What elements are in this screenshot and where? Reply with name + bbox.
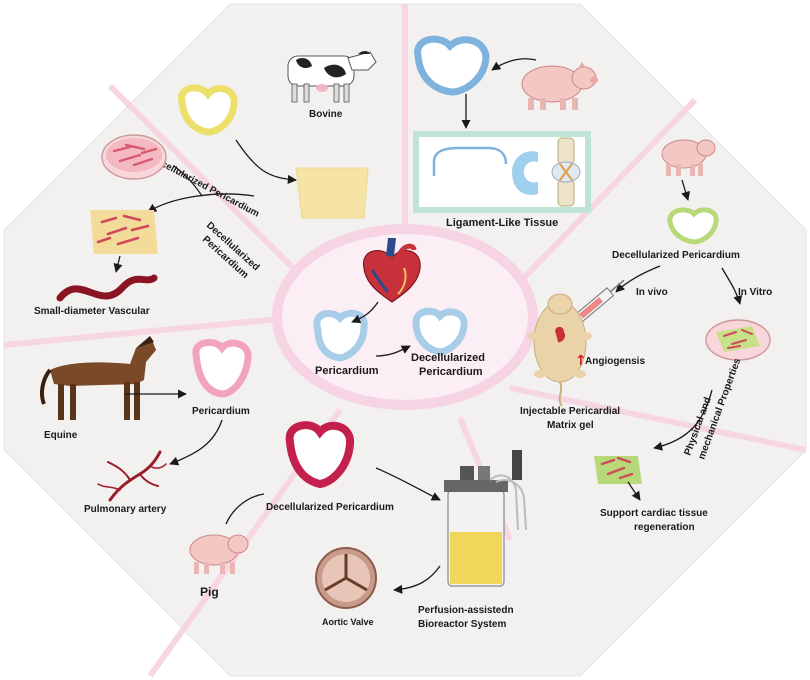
ligament-pericardium-shape <box>414 35 490 96</box>
in-vivo-label: In vivo <box>636 287 668 298</box>
support-label-2: regeneration <box>634 522 695 533</box>
center-decell-label-2: Pericardium <box>419 366 483 378</box>
small-vascular-label: Small-diameter Vascular <box>34 306 150 317</box>
horse-icon <box>40 336 156 420</box>
pulmonary-artery-icon <box>97 450 167 502</box>
arrow-to-in-vitro <box>721 267 743 305</box>
arrow-scaffold-to-vessel <box>113 255 123 273</box>
pig-icon-bottom <box>189 534 249 574</box>
equine-label: Equine <box>44 430 78 441</box>
injectable-label-1: Injectable Pericardial <box>520 406 620 417</box>
culture-dish-icon <box>705 319 771 361</box>
arrow-pig-to-ligament <box>491 58 537 71</box>
bovine-label: Bovine <box>309 109 343 120</box>
arrow-to-in-vivo <box>615 265 661 293</box>
arrow-heart-to-pericardium <box>351 301 379 324</box>
cow-icon <box>287 51 377 103</box>
center-decell-pericardium-shape <box>412 307 468 356</box>
pink-pericardium-shape <box>192 338 252 398</box>
arrow-pericardium-to-artery <box>169 419 223 466</box>
ligament-title: Ligament-Like Tissue <box>446 217 558 229</box>
equine-pericardium-label: Pericardium <box>192 406 250 417</box>
rat-icon <box>528 293 592 407</box>
arrow-bovine-branch-b <box>147 193 255 213</box>
small-vessel-icon <box>56 274 158 302</box>
ligament-c-shape <box>512 151 538 195</box>
arrow-bioreactor-to-valve <box>393 565 441 594</box>
center-pericardium-shape <box>313 309 368 362</box>
arrow-pig-to-green-pericardium <box>681 179 691 201</box>
bioreactor-icon <box>444 450 527 587</box>
bioreactor-label-2: Bioreactor System <box>418 619 506 630</box>
bovine-pericardium-shape <box>178 84 238 136</box>
knee-joint-icon <box>551 137 581 207</box>
injectable-label-2: Matrix gel <box>547 420 594 431</box>
angiogenesis-up-arrow-icon: ↑ <box>575 353 587 369</box>
green-pericardium-shape <box>667 207 719 245</box>
green-scaffold-icon <box>594 456 642 484</box>
arrow-dish-to-scaffold <box>653 389 713 451</box>
seeded-scaffold-icon <box>90 210 158 254</box>
arrow-pericardium-to-decell <box>375 345 411 357</box>
center-pericardium-label: Pericardium <box>315 365 379 377</box>
in-vitro-label: In Vitro <box>738 287 772 298</box>
arrow-pericardium-to-bioreactor <box>375 467 441 501</box>
pulmonary-artery-label: Pulmonary artery <box>84 504 167 515</box>
petri-dish-icon <box>101 134 167 180</box>
arrow-scaffold-to-support <box>627 481 641 501</box>
angiogenesis-label: Angiogensis <box>585 356 645 367</box>
red-pericardium-shape <box>285 421 355 489</box>
pig-label: Pig <box>200 585 219 599</box>
ligament-thin-strip <box>432 146 508 176</box>
porcine-decell-label: Decellularized Pericardium <box>612 250 740 261</box>
bioreactor-label-1: Perfusion-assistedn <box>418 605 514 616</box>
pig-icon-right <box>661 139 716 176</box>
pig-decell-label: Decellularized Pericardium <box>266 502 394 513</box>
pig-icon-top <box>521 62 598 110</box>
heart-icon <box>363 238 421 303</box>
center-decell-label-1: Decellularized <box>411 352 485 364</box>
arrow-bovine-branch-a <box>173 165 203 197</box>
arrow-pig-to-pericardium <box>225 493 265 525</box>
aortic-valve-label: Aortic Valve <box>322 617 374 627</box>
pericardium-sheet <box>295 167 369 219</box>
support-label-1: Support cardiac tissue <box>600 508 708 519</box>
aortic-valve-icon <box>315 547 377 609</box>
arrow-bovine-to-sheet <box>235 139 297 184</box>
